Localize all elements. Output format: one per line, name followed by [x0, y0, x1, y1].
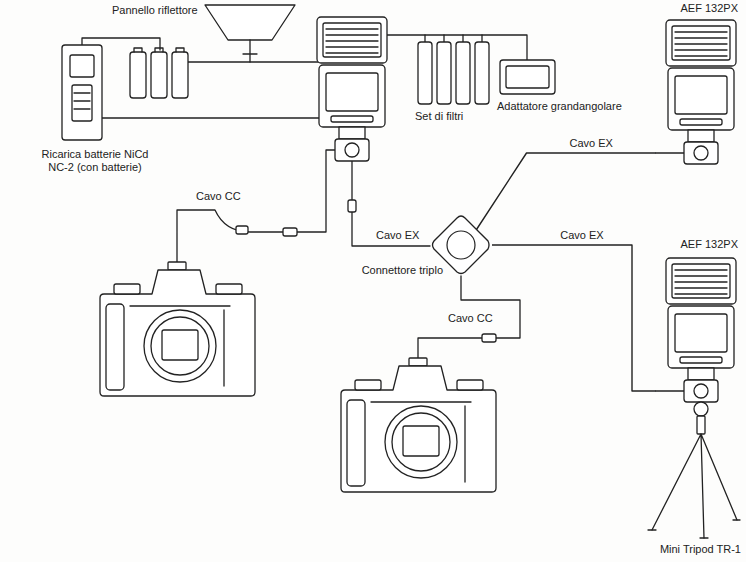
cable [236, 226, 248, 234]
wide-adapter [500, 60, 555, 94]
cable [352, 161, 430, 246]
part-name: Adattatore grandangolare [497, 100, 622, 113]
nicd-batteries [130, 48, 188, 98]
mini-tripod [648, 520, 740, 538]
battery-charger [188, 61, 319, 62]
filter-set [475, 42, 489, 104]
mini-tripod [697, 416, 705, 434]
main-flash [317, 17, 387, 161]
cable [656, 390, 684, 391]
part-label: Mini Tripod TR-1 [658, 542, 743, 557]
triple-connector: Connettore triplo [430, 214, 492, 276]
part-name: AEF 132PX [656, 238, 738, 251]
cable-label: Cavo CC [446, 312, 495, 325]
filter-set [437, 42, 451, 104]
camera-body [341, 358, 496, 492]
mini-tripod [694, 402, 708, 416]
battery-charger [72, 85, 92, 121]
part-label: Set di filtri [413, 109, 465, 124]
battery-charger [62, 45, 102, 140]
nicd-batteries [130, 52, 146, 98]
reflector-panel [205, 5, 295, 40]
battery-charger [74, 93, 90, 109]
cable [656, 152, 684, 153]
cable-label: Cavo EX [568, 137, 615, 150]
cable-label: Cavo EX [374, 229, 421, 242]
cable [482, 334, 496, 342]
cable [348, 200, 356, 212]
connector-socket [447, 231, 475, 259]
nicd-batteries [151, 52, 167, 98]
mini-tripod [652, 434, 737, 538]
ex-cable [492, 245, 656, 391]
ex-cable [477, 153, 657, 230]
part-name: Connettore triplo [360, 264, 445, 277]
part-name: AEF 132PX [656, 2, 738, 15]
cable [283, 228, 297, 236]
part-label: Pannello riflettore [110, 3, 200, 18]
battery-charger [62, 38, 319, 140]
cable-label: Cavo CC [194, 190, 243, 203]
wide-adapter [500, 60, 555, 94]
part-name: Mini Tripod TR-1 [660, 543, 741, 556]
flash-unit: AEF 132PX [656, 0, 742, 168]
filter-set [425, 35, 482, 42]
part-label: Adattatore grandangolare [495, 99, 624, 114]
battery-charger [102, 117, 319, 118]
slave-flash [666, 258, 736, 402]
flash-unit: AEF 132PX [656, 236, 742, 406]
reflector-panel [205, 5, 295, 62]
wide-adapter [506, 66, 549, 88]
reflector-panel [243, 40, 257, 62]
cable [177, 150, 335, 262]
battery-charger [70, 55, 94, 77]
mini-tripod [648, 402, 740, 538]
cable [418, 276, 520, 358]
slave-flash [666, 20, 736, 164]
nicd-batteries [134, 48, 184, 52]
part-label: Ricarica batterie NiCd NC-2 (con batteri… [30, 147, 160, 175]
part-name: Pannello riflettore [112, 4, 198, 17]
camera-body [100, 262, 255, 396]
part-name: Ricarica batterie NiCd NC-2 (con batteri… [32, 148, 158, 174]
cable-label: Cavo EX [558, 229, 605, 242]
filter-set [418, 42, 432, 104]
filter-set [456, 42, 470, 104]
nicd-batteries [172, 52, 188, 98]
part-name: Set di filtri [415, 110, 463, 123]
